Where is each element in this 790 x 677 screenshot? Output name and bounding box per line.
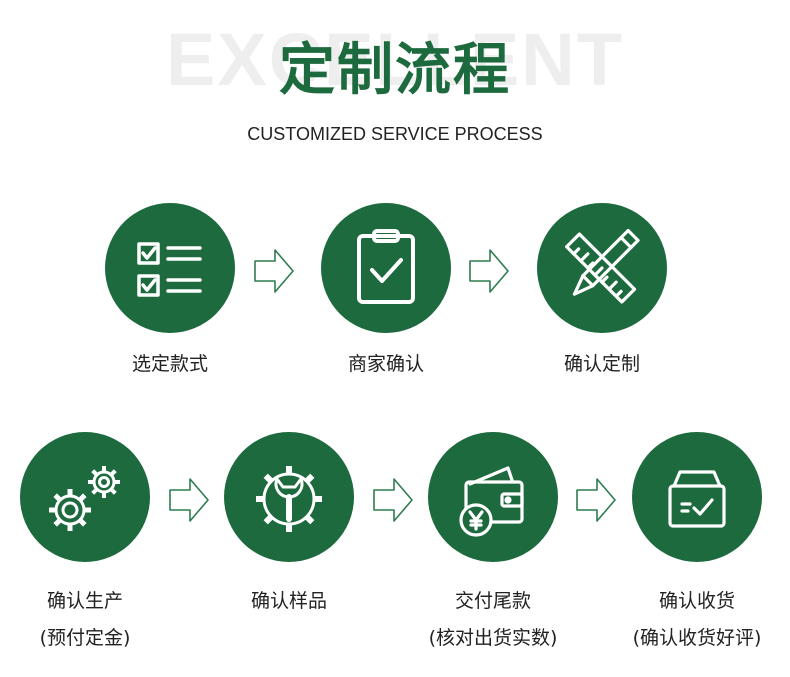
wrench-gear-icon [256, 466, 322, 532]
step-circle-2 [321, 203, 451, 333]
step-circle-4 [20, 432, 150, 562]
page-title: 定制流程 [279, 38, 511, 103]
step-label-6: 交付尾款 [454, 590, 531, 612]
clipboard-check-icon [357, 229, 415, 304]
arrow-right-icon [373, 478, 413, 522]
checklist-icon [137, 242, 202, 297]
arrow-right-icon [169, 478, 209, 522]
gears-icon [49, 466, 120, 531]
step-label-1: 选定款式 [131, 353, 208, 375]
step-sublabel-6: (核对出货实数) [428, 627, 558, 649]
box-check-icon [668, 470, 726, 528]
pencil-ruler-icon [565, 228, 640, 304]
step-label-4: 确认生产 [46, 590, 123, 612]
step-circle-6 [428, 432, 558, 562]
arrow-right-icon [469, 249, 509, 293]
step-label-2: 商家确认 [347, 353, 424, 375]
step-label-3: 确认定制 [563, 353, 640, 375]
wallet-yen-icon [459, 466, 524, 537]
step-sublabel-4: (预付定金) [39, 627, 131, 649]
arrow-right-icon [576, 478, 616, 522]
step-label-7: 确认收货 [658, 590, 735, 612]
step-circle-1 [105, 203, 235, 333]
page-subtitle: CUSTOMIZED SERVICE PROCESS [247, 124, 543, 144]
step-circle-3 [537, 203, 667, 333]
step-circle-5 [224, 432, 354, 562]
watermark-text: EXCELLENT [166, 18, 624, 101]
arrow-right-icon [254, 249, 294, 293]
step-label-5: 确认样品 [250, 590, 327, 612]
step-sublabel-7: (确认收货好评) [632, 627, 762, 649]
step-circle-7 [632, 432, 762, 562]
